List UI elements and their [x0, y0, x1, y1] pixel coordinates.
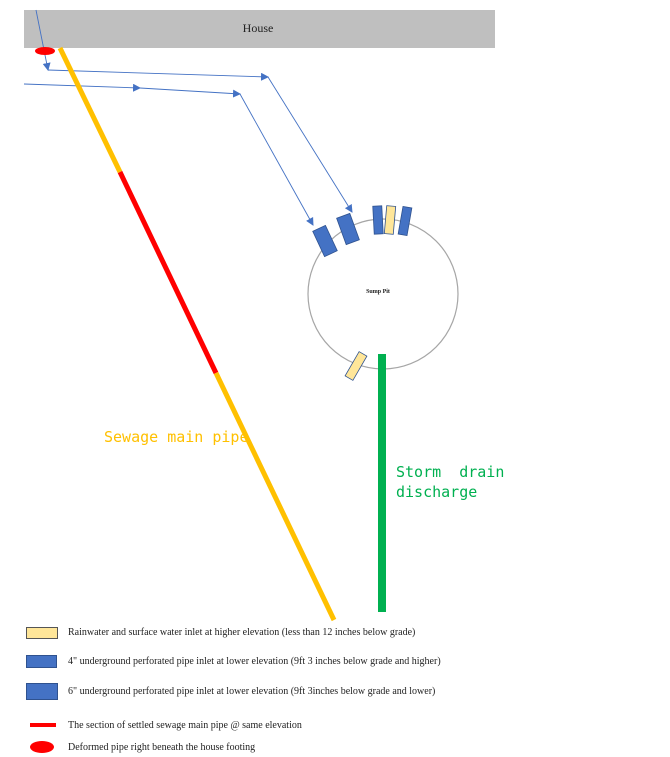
- blue-inlet-large-swatch: [24, 683, 64, 700]
- settled-sewage-section: [117, 170, 219, 375]
- inlet-4in-a: [372, 205, 384, 235]
- deformed-pipe-marker: [35, 47, 55, 55]
- flow-arrow-lower-b: [139, 87, 241, 98]
- legend-item-settled-section: The section of settled sewage main pipe …: [24, 717, 302, 733]
- red-ellipse-swatch: [24, 739, 64, 755]
- flow-arrow-lower-drop: [239, 93, 314, 226]
- legend-text: Deformed pipe right beneath the house fo…: [68, 741, 256, 753]
- inlet-4in-b: [397, 205, 413, 237]
- flow-arrows: [23, 9, 353, 226]
- flow-arrow-upper: [35, 9, 51, 71]
- blue-inlet-small-swatch: [24, 653, 64, 669]
- legend-item-4in-inlet: 4" underground perforated pipe inlet at …: [24, 653, 441, 669]
- sewage-pipe-label: Sewage main pipe: [104, 428, 249, 446]
- inlet-rainwater-top: [383, 205, 397, 235]
- inlet-rainwater-bottom: [344, 351, 368, 381]
- house-block: [24, 10, 495, 48]
- sewage-pipe-lower: [213, 371, 337, 622]
- legend-text: The section of settled sewage main pipe …: [68, 719, 302, 731]
- sewage-pipe-upper: [57, 46, 123, 174]
- sump-pit-label: Sump Pit: [366, 289, 390, 295]
- inlet-6in-mid: [336, 212, 360, 246]
- legend-item-6in-inlet: 6" underground perforated pipe inlet at …: [24, 683, 436, 700]
- legend-item-rainwater-inlet: Rainwater and surface water inlet at hig…: [24, 624, 415, 640]
- legend-text: 6" underground perforated pipe inlet at …: [68, 685, 436, 697]
- storm-drain-label-line1: Storm drain: [396, 463, 504, 481]
- legend-text: 4" underground perforated pipe inlet at …: [68, 655, 441, 667]
- flow-arrow-upper-drop: [267, 76, 353, 213]
- legend-item-deformed-pipe: Deformed pipe right beneath the house fo…: [24, 739, 255, 755]
- legend-text: Rainwater and surface water inlet at hig…: [68, 626, 416, 638]
- storm-drain-label-line2: discharge: [396, 483, 477, 501]
- inlet-6in-left: [312, 224, 338, 258]
- flow-arrow-upper-run: [47, 69, 269, 81]
- house-label: House: [243, 21, 274, 35]
- red-line-swatch: [24, 717, 64, 733]
- flow-arrow-lower-a: [23, 83, 141, 92]
- yellow-inlet-swatch: [24, 624, 64, 640]
